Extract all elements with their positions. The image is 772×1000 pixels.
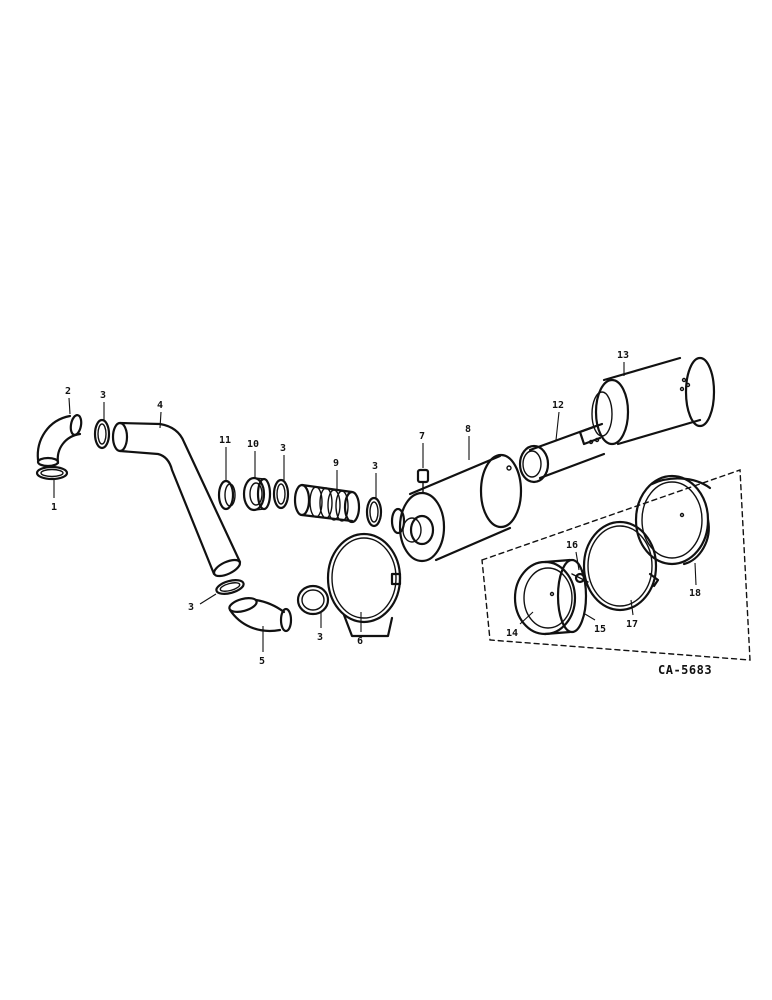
callout-2: 2 xyxy=(65,386,71,397)
callout-3e: 3 xyxy=(317,632,323,643)
part-cup-18 xyxy=(634,474,712,566)
part-ring-11 xyxy=(217,479,236,511)
callout-3a: 3 xyxy=(100,390,106,401)
callout-labels: 1 2 3 4 11 10 3 9 3 7 8 12 13 3 5 3 6 16… xyxy=(51,350,701,667)
part-elbow-5 xyxy=(228,597,293,633)
callout-18: 18 xyxy=(689,588,701,599)
part-bellows-9 xyxy=(293,483,361,524)
callout-7: 7 xyxy=(419,431,425,442)
callout-14: 14 xyxy=(506,628,518,639)
part-clamp-3d xyxy=(215,579,245,595)
callout-3b: 3 xyxy=(280,443,286,454)
callout-11: 11 xyxy=(219,435,231,446)
callout-5: 5 xyxy=(259,656,265,667)
callout-4: 4 xyxy=(157,400,163,411)
callout-3c: 3 xyxy=(372,461,378,472)
callout-10: 10 xyxy=(247,439,259,450)
callout-13: 13 xyxy=(617,350,629,361)
callout-3d: 3 xyxy=(188,602,194,613)
callout-16: 16 xyxy=(566,540,578,551)
leader-lines xyxy=(53,362,697,652)
dashed-group-boundary xyxy=(481,469,751,661)
part-filter-12 xyxy=(518,424,606,484)
part-tube-4 xyxy=(111,421,242,578)
part-bracket-6 xyxy=(326,532,402,638)
callout-9: 9 xyxy=(333,458,339,469)
part-filter-13 xyxy=(578,356,716,446)
callout-12: 12 xyxy=(552,400,564,411)
part-clamp-3e xyxy=(296,584,330,616)
drawing-code: CA-5683 xyxy=(658,663,712,677)
part-gasket-1 xyxy=(35,465,69,481)
callout-17: 17 xyxy=(626,619,638,630)
part-clamp-3b xyxy=(272,478,290,510)
part-clamp-3c xyxy=(365,496,383,528)
callout-6: 6 xyxy=(357,636,363,647)
part-clamp-3a xyxy=(93,418,111,450)
callout-8: 8 xyxy=(465,424,471,435)
part-elbow-2 xyxy=(36,414,83,468)
part-air-cleaner-body-8 xyxy=(390,453,523,563)
part-band-17 xyxy=(582,520,660,612)
part-fitting-7 xyxy=(416,468,430,493)
callout-1: 1 xyxy=(51,502,57,513)
part-cover-14-15 xyxy=(513,558,588,636)
part-adapter-10 xyxy=(242,476,272,512)
callout-15: 15 xyxy=(594,624,606,635)
